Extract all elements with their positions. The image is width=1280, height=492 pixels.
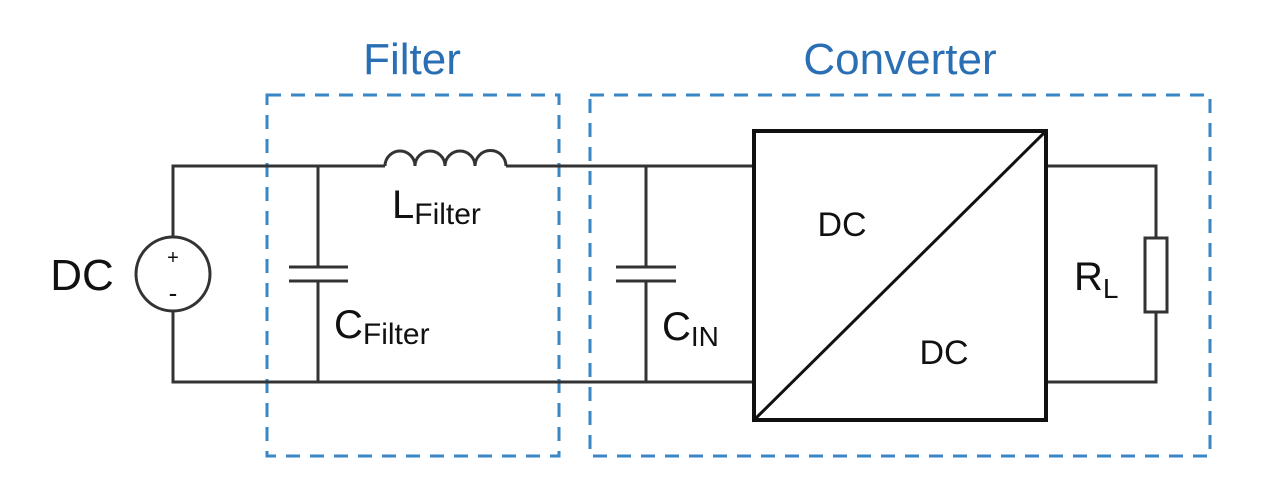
inductor-label: LFilter — [392, 183, 481, 231]
load-resistor-label: RL — [1074, 255, 1118, 304]
dc-dc-converter: DC DC — [752, 129, 1048, 422]
converter-title: Converter — [803, 35, 996, 84]
dc-voltage-source: + - DC — [50, 235, 212, 313]
input-capacitor-label: CIN — [662, 305, 719, 352]
filter-title: Filter — [363, 35, 461, 84]
source-circle-icon — [134, 235, 212, 313]
converter-group-box — [588, 93, 1212, 458]
filter-group-box — [265, 93, 561, 458]
inductor: LFilter — [383, 149, 508, 231]
converter-input-label: DC — [817, 206, 866, 244]
converter-diagonal — [752, 129, 1048, 422]
input-capacitor: CIN — [616, 265, 719, 352]
filter-capacitor-label: CFilter — [334, 303, 430, 351]
wires — [171, 164, 1158, 384]
source-label: DC — [50, 251, 114, 300]
inductor-coil-icon — [383, 149, 508, 167]
minus-sign: - — [169, 278, 178, 308]
load-resistor: RL — [1074, 236, 1169, 314]
converter-output-label: DC — [919, 334, 968, 372]
filter-capacitor: CFilter — [289, 265, 430, 351]
resistor-icon — [1143, 236, 1169, 314]
plus-sign: + — [167, 247, 179, 269]
